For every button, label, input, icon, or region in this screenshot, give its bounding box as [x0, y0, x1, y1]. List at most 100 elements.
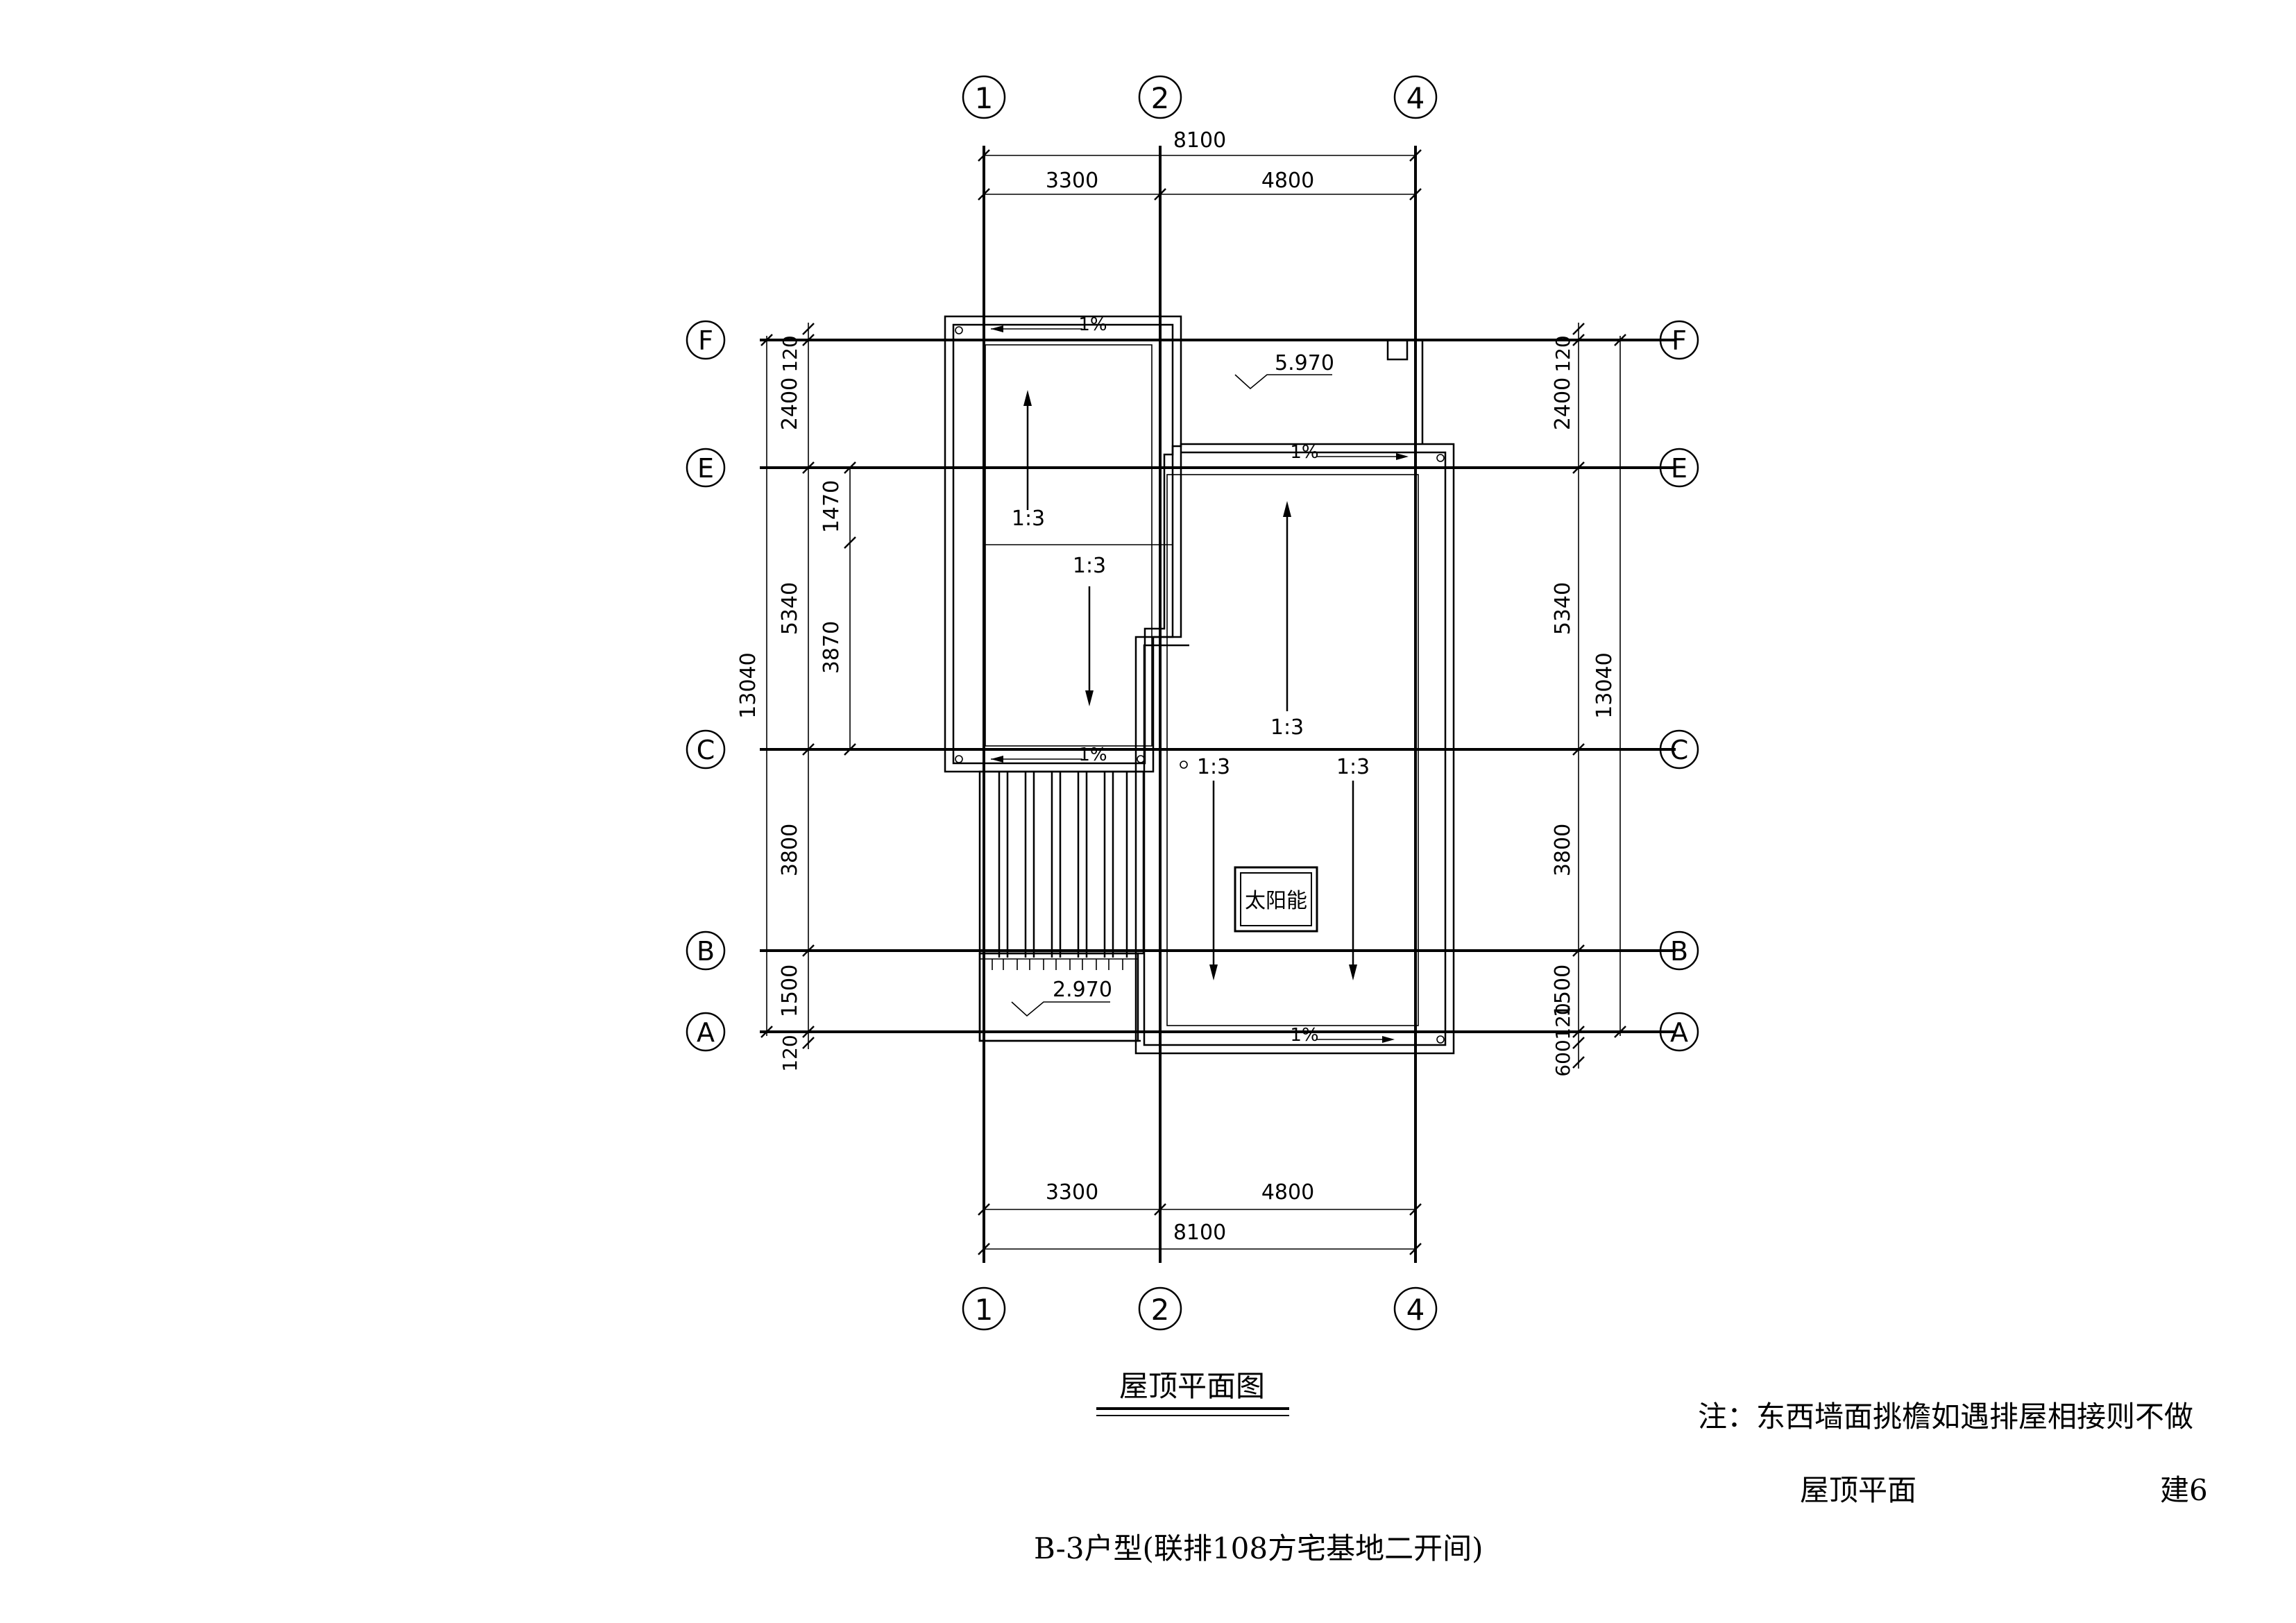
axis-bubble-right-C: C [1659, 729, 1699, 770]
dim-right-total: 13040 [1592, 652, 1617, 718]
svg-text:2: 2 [1151, 1293, 1170, 1327]
slope-label: 1:3 [1073, 554, 1106, 578]
axis-bubbles: 1 2 4 1 2 4 F E [686, 75, 1699, 1331]
slope-label: 1:3 [1197, 755, 1230, 779]
dimensions-left: 13040 120 2400 5340 3800 1500 120 1470 3… [736, 323, 856, 1072]
right-roof-panel [1166, 474, 1419, 1026]
slope-label: 1:3 [1012, 507, 1045, 531]
sheet-name: 屋顶平面 [1800, 1473, 1916, 1507]
arrow-up-icon [1023, 390, 1032, 406]
elevation-mark-lower: 2.970 [1011, 978, 1112, 1017]
dim-left-sub-lower: 3870 [819, 621, 844, 674]
solar-label: 太阳能 [1245, 889, 1307, 913]
dim-right-fe: 2400 [1551, 377, 1575, 430]
dimensions-bottom: 3300 4800 8100 [978, 1180, 1422, 1255]
dimensions-right: 13040 120 2400 5340 3800 1500 120 600 [1551, 323, 1626, 1077]
dim-top-left: 3300 [1046, 169, 1098, 193]
svg-text:1: 1 [975, 1293, 994, 1327]
arrow-up-icon [1283, 501, 1291, 517]
gutter-slope: 1% [1078, 745, 1107, 765]
axis-bubble-right-A: A [1659, 1012, 1699, 1052]
downspout-icon [1436, 454, 1445, 462]
gutter-slope: 1% [1290, 442, 1318, 463]
axis-bubble-left-F: F [686, 320, 726, 360]
svg-text:A: A [697, 1017, 715, 1048]
dim-right-ba: 1500 [1551, 965, 1575, 1017]
slope-label: 1:3 [1336, 755, 1370, 779]
dim-right-eave-bottom-600: 600 [1551, 1039, 1574, 1076]
gutter-arrows: 1% 1% 1% 1% [991, 314, 1409, 1046]
axis-bubble-left-C: C [686, 729, 726, 770]
dim-bottom-left: 3300 [1046, 1180, 1098, 1205]
svg-text:A: A [1670, 1017, 1688, 1048]
svg-text:C: C [1670, 735, 1689, 765]
dim-right-eave-top: 120 [1551, 335, 1574, 372]
upper-left-roof-panel [985, 344, 1153, 747]
svg-text:B: B [697, 936, 715, 967]
dim-bottom-total: 8100 [1173, 1221, 1226, 1245]
dim-left-cb: 3800 [778, 824, 802, 876]
arrow-down-icon [1209, 965, 1218, 980]
axis-bubble-right-F: F [1659, 320, 1699, 360]
corner-wall-f4 [1415, 339, 1424, 444]
svg-text:4: 4 [1406, 1293, 1425, 1327]
axis-bubble-right-B: B [1659, 931, 1699, 971]
dim-left-ba: 1500 [778, 965, 802, 1017]
arrow-left-icon [991, 325, 1003, 332]
upper-left-roof-inner [952, 323, 1174, 765]
axis-bubble-top-4: 4 [1393, 75, 1438, 119]
corner-box-f4 [1386, 340, 1409, 361]
arrow-down-icon [1349, 965, 1357, 980]
dimensions-top: 8100 3300 4800 [978, 128, 1422, 201]
sheet-number: 建6 [2160, 1473, 2208, 1507]
downspout-icon [955, 326, 963, 334]
drawing-note: 注：东西墙面挑檐如遇排屋相接则不做 [1698, 1400, 2193, 1434]
arrow-left-icon [991, 756, 1003, 763]
elevation-mark-upper: 5.970 [1234, 351, 1334, 390]
axis-bubble-left-A: A [686, 1012, 726, 1052]
drawing-title-block: 屋顶平面图 [1096, 1369, 1289, 1416]
dim-right-cb: 3800 [1551, 824, 1575, 876]
svg-text:F: F [698, 325, 713, 356]
dim-left-total: 13040 [736, 652, 760, 718]
svg-text:E: E [1671, 453, 1687, 484]
lower-terrace-frame [978, 770, 1145, 955]
svg-text:2: 2 [1151, 81, 1170, 115]
elevation-triangle-icon [1234, 374, 1332, 390]
right-roof-inner [1143, 451, 1447, 1046]
svg-text:4: 4 [1406, 81, 1425, 115]
svg-text:1: 1 [975, 81, 994, 115]
dim-top-right: 4800 [1261, 169, 1314, 193]
downspout-icon [955, 755, 963, 763]
arrow-down-icon [1085, 690, 1094, 706]
gutter-slope: 1% [1078, 314, 1107, 335]
gutter-slope: 1% [1290, 1025, 1318, 1046]
axis-bubble-right-E: E [1659, 448, 1699, 488]
dim-bottom-right: 4800 [1261, 1180, 1314, 1205]
slope-label: 1:3 [1270, 715, 1304, 740]
elevation-label: 2.970 [1053, 978, 1112, 1002]
axis-bubble-top-2: 2 [1138, 75, 1182, 119]
lower-terrace-edge [978, 953, 1141, 1042]
elevation-triangle-icon [1011, 1001, 1110, 1017]
dim-left-sub-upper: 1470 [819, 480, 844, 533]
solar-panel-box: 太阳能 [1234, 866, 1318, 933]
svg-text:C: C [697, 735, 715, 765]
axis-bubble-left-E: E [686, 448, 726, 488]
drawing-title: 屋顶平面图 [1119, 1369, 1265, 1403]
elevation-label: 5.970 [1275, 351, 1334, 375]
dim-right-eave-bottom-120: 120 [1551, 1003, 1574, 1039]
roof-outlines [944, 315, 1455, 1055]
downspouts [955, 326, 1445, 1044]
pergola-slats [980, 772, 1138, 970]
axis-bubble-bottom-4: 4 [1393, 1286, 1438, 1331]
downspout-icon [1180, 760, 1188, 769]
axis-bubble-left-B: B [686, 931, 726, 971]
axis-bubble-bottom-2: 2 [1138, 1286, 1182, 1331]
arrow-right-icon [1396, 453, 1409, 460]
dim-left-eave-top: 120 [779, 335, 801, 372]
arrow-right-icon [1382, 1036, 1395, 1043]
dim-right-ec: 5340 [1551, 582, 1575, 635]
svg-text:F: F [1672, 325, 1687, 356]
